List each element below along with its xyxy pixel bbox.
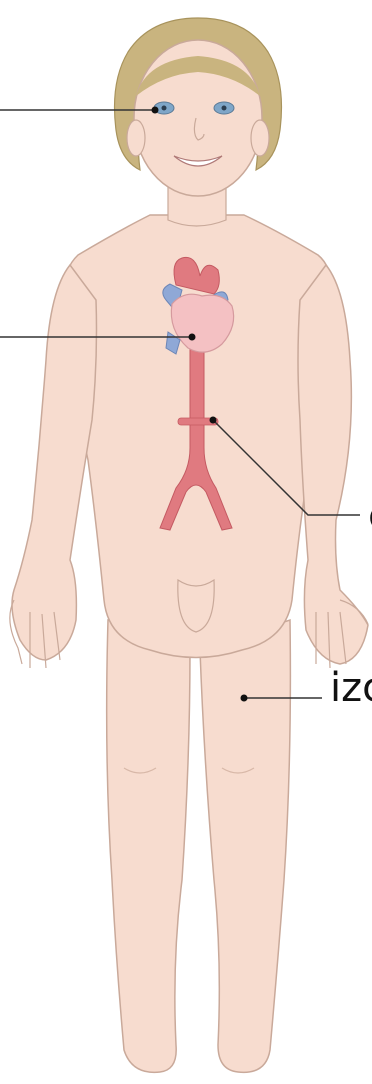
leader-dot-legs xyxy=(241,695,248,702)
leader-dot-aorta xyxy=(210,417,217,424)
right-arm xyxy=(298,265,368,664)
left-leg xyxy=(107,620,190,1072)
leader-dot-eye xyxy=(152,107,159,114)
left-arm xyxy=(12,265,97,660)
right-ear xyxy=(251,120,269,156)
label-legs: izc xyxy=(330,668,372,708)
left-ear xyxy=(127,120,145,156)
label-aorta: c xyxy=(368,496,372,536)
right-leg xyxy=(200,620,290,1072)
leader-dot-heart xyxy=(189,334,196,341)
